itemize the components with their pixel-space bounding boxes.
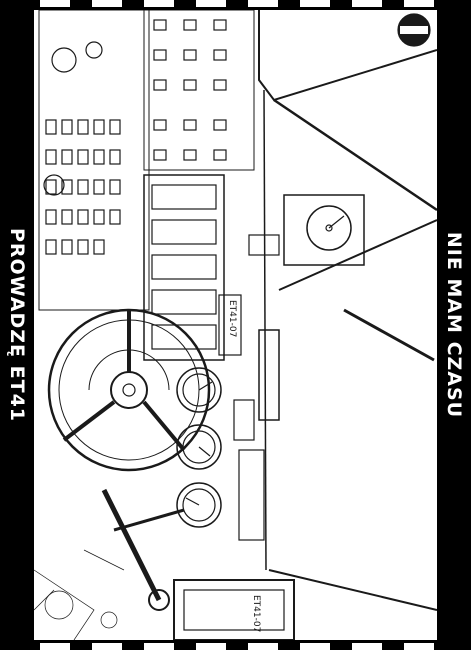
perforation <box>404 0 434 7</box>
perforation <box>40 0 70 7</box>
perforation <box>352 0 382 7</box>
floor-detail <box>34 549 125 640</box>
lower-plate: ET41-07 <box>173 579 295 640</box>
loco-number-plate: ET41-07 <box>218 294 242 356</box>
gauge-icon <box>176 367 222 528</box>
lever-icon <box>101 488 185 611</box>
gauge-box <box>248 194 365 266</box>
right-title-text: NIE MAM CZASU <box>443 231 465 419</box>
perforation <box>404 643 434 650</box>
bottom-film-strip <box>0 640 471 650</box>
right-side-title: NIE MAM CZASU <box>443 232 465 418</box>
logo-badge-icon <box>397 13 431 47</box>
left-side-title: PROWADZĘ ET41 <box>6 228 28 422</box>
perforation <box>196 0 226 7</box>
perforation <box>300 643 330 650</box>
perforation <box>248 0 278 7</box>
perforation <box>248 643 278 650</box>
plate-upper-text: ET41-07 <box>227 300 237 337</box>
switch-panel <box>38 10 150 311</box>
perforation <box>92 0 122 7</box>
top-switch-row <box>143 10 255 171</box>
side-panel <box>233 329 280 541</box>
perforation <box>300 0 330 7</box>
steering-wheel-icon <box>47 308 211 472</box>
cab-sketch: ET41-07 <box>34 10 437 640</box>
perforation <box>40 643 70 650</box>
windscreen <box>258 10 437 611</box>
left-title-text: PROWADZĘ ET41 <box>6 227 28 423</box>
meter-column <box>143 174 225 361</box>
top-film-strip <box>0 0 471 10</box>
perforation <box>144 643 174 650</box>
perforation <box>144 0 174 7</box>
perforation <box>352 643 382 650</box>
plate-lower-text: ET41-07 <box>251 595 261 632</box>
perforation <box>196 643 226 650</box>
perforation <box>92 643 122 650</box>
